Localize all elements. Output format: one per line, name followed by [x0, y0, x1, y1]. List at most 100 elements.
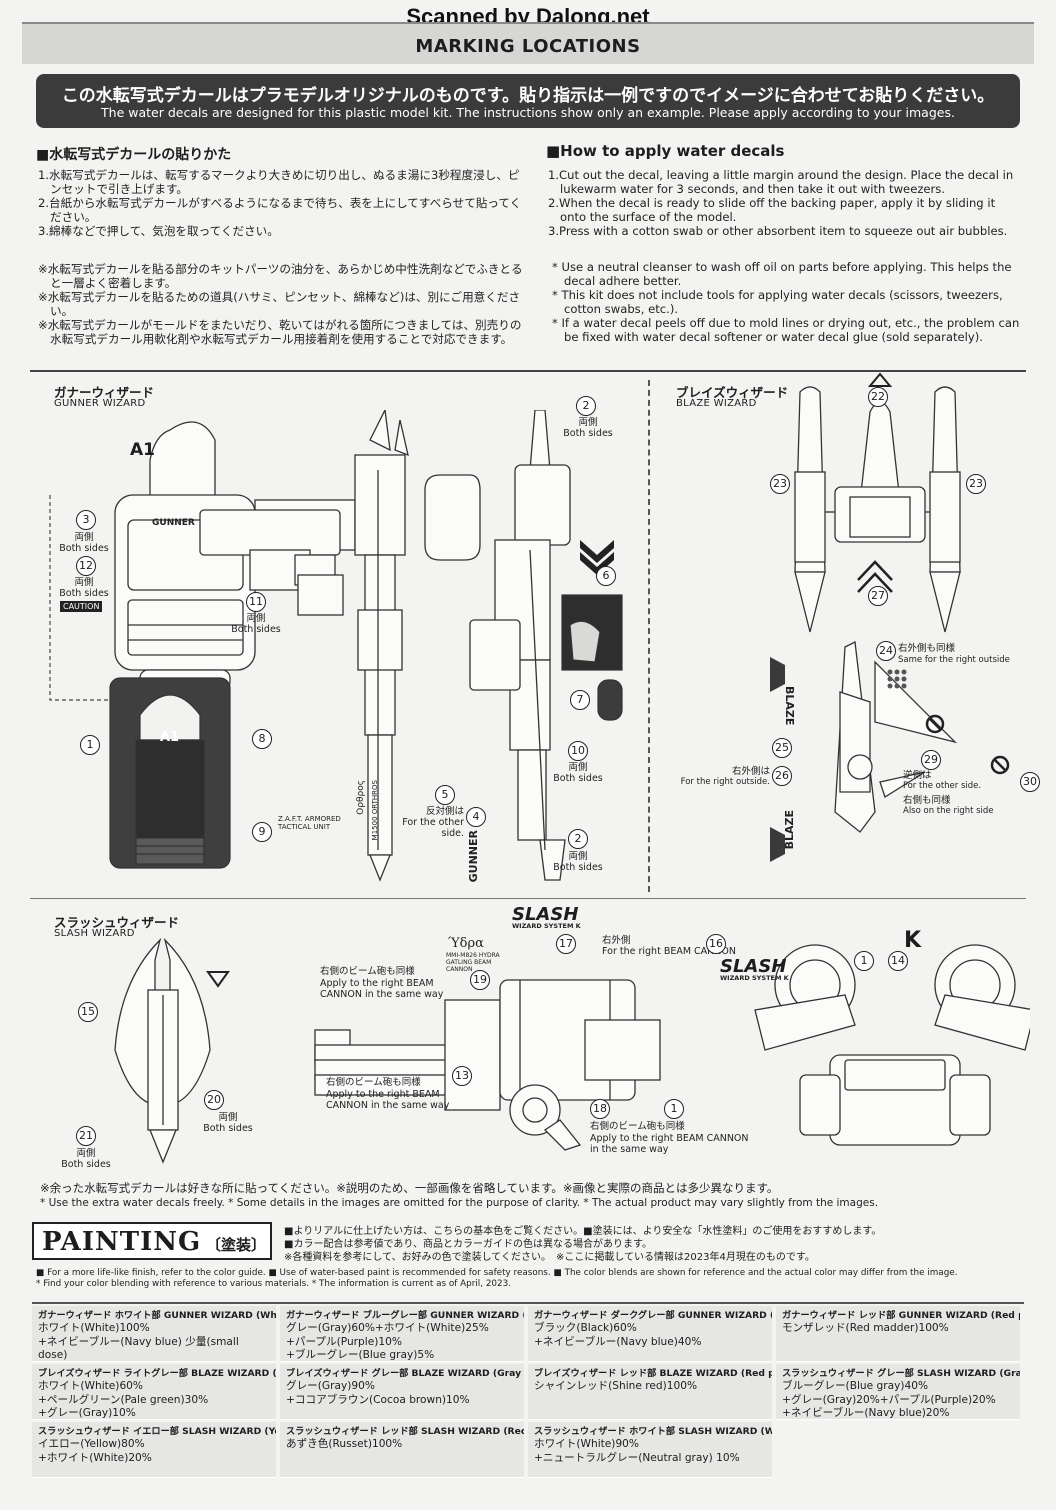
painting-note-en-2: * Find your color blending with referenc…	[36, 1279, 512, 1289]
marker-3: 3	[76, 510, 96, 530]
marker-14: 14	[888, 951, 908, 971]
color-cell-gunner-dark-gray: ガナーウィザード ダークグレー部 GUNNER WIZARD (Dark gra…	[528, 1306, 772, 1362]
marker-1: 1	[80, 735, 100, 755]
painting-title: PAINTING	[42, 1227, 202, 1257]
en-step-1: 1.Cut out the decal, leaving a little ma…	[548, 168, 1014, 196]
en-step-2: 2.When the decal is ready to slide off t…	[548, 196, 996, 224]
gunner-logo-vertical: GUNNER	[467, 830, 480, 883]
notice-jp: この水転写式デカールはプラモデルオリジナルのものです。貼り指示は一例ですのでイメ…	[61, 86, 995, 106]
slash-logo-top: SLASH	[512, 904, 579, 925]
en-note-3: * If a water decal peels off due to mold…	[552, 316, 1020, 344]
marker-24: 24	[876, 641, 896, 661]
jp-step-1: 1.水転写式デカールは、転写するマークより大きめに切り出し、ぬるま湯に3秒程度浸…	[38, 168, 520, 196]
marker-2-top: 2	[576, 396, 596, 416]
jp-step-3: 3.綿棒などで押して、気泡を取ってください。	[38, 224, 279, 238]
marker-29-caption-jp: 逆側は	[903, 770, 932, 781]
marker-19: 19	[470, 970, 490, 990]
marker-6: 6	[596, 566, 616, 586]
gunner-label-jp: ガナーウィザード	[54, 385, 155, 400]
painting-note-jp-3: ※各種資料を参考にして、お好みの色で塗装してください。 ※ここに掲載している情報…	[284, 1252, 815, 1263]
marker-1-backpack: 1	[854, 951, 874, 971]
zaft-text: Z.A.F.T. ARMORED TACTICAL UNIT	[278, 815, 341, 831]
color-cell-gunner-white: ガナーウィザード ホワイト部 GUNNER WIZARD (White part…	[32, 1306, 276, 1362]
marker-25: 25	[772, 738, 792, 758]
ydra-text: Ύδρα	[448, 936, 484, 951]
marker-8: 8	[252, 729, 272, 749]
marker-29-caption-en: For the other side.	[903, 781, 982, 791]
gunner-label-en: GUNNER WIZARD	[54, 398, 146, 409]
title-bar: MARKING LOCATIONS	[22, 22, 1034, 64]
painting-notes-en: ■ For a more life-like finish, refer to …	[36, 1268, 1026, 1290]
orthros-text: Ορθρος	[356, 780, 366, 815]
marker-15: 15	[78, 1002, 98, 1022]
color-cell-blaze-gray: ブレイズウィザード グレー部 BLAZE WIZARD (Gray part):…	[280, 1364, 524, 1420]
en-howto-steps: 1.Cut out the decal, leaving a little ma…	[548, 168, 1020, 238]
marker-13-caption-jp: 右側のビーム砲も同様	[326, 1077, 421, 1088]
marker-19-caption-en: Apply to the right BEAM CANNON in the sa…	[320, 978, 444, 1000]
blaze-label-jp: ブレイズウィザード	[676, 385, 789, 400]
marker-26: 26	[772, 766, 792, 786]
slash-logo-mid: SLASH	[720, 956, 787, 977]
marker-12: 12	[76, 556, 96, 576]
marker-13: 13	[452, 1066, 472, 1086]
marker-30: 30	[1020, 772, 1040, 792]
gunner-logo-text: GUNNER	[152, 518, 195, 528]
color-table: ガナーウィザード ホワイト部 GUNNER WIZARD (White part…	[32, 1302, 1024, 1478]
slash-logo-mid-sub: WIZARD SYSTEM K	[720, 974, 789, 982]
gunner-a1-mark: A1	[130, 440, 155, 460]
blaze-logo-bottom: BLAZE	[783, 810, 796, 850]
color-cell-gunner-red: ガナーウィザード レッド部 GUNNER WIZARD (Red part): …	[776, 1306, 1020, 1362]
slash-label-jp: スラッシュウィザード	[54, 915, 180, 930]
section-divider-mid	[30, 898, 1026, 899]
marker-21: 21	[76, 1126, 96, 1146]
marker-18: 18	[590, 1099, 610, 1119]
en-note-2: * This kit does not include tools for ap…	[552, 288, 1003, 316]
footnote-jp: ※余った水転写式デカールは好きな所に貼ってください。※説明のため、一部画像を省略…	[40, 1181, 779, 1195]
marker-17-caption-en: For the right BEAM CANNON	[602, 946, 736, 957]
jp-step-2: 2.台紙から水転写式デカールがすべるようになるまで待ち、表を上にしてすべらせて貼…	[38, 196, 522, 224]
en-howto-heading: ■How to apply water decals	[546, 142, 785, 160]
en-note-1: * Use a neutral cleanser to wash off oil…	[552, 260, 1012, 288]
gunner-wizard-drawing	[49, 410, 623, 882]
marker-9: 9	[252, 822, 272, 842]
gunner-a1-small-mark: A1	[160, 730, 180, 745]
color-cell-slash-red: スラッシュウィザード レッド部 SLASH WIZARD (Red part):…	[280, 1422, 524, 1478]
jp-howto-steps: 1.水転写式デカールは、転写するマークより大きめに切り出し、ぬるま湯に3秒程度浸…	[38, 168, 530, 238]
jp-note-1: ※水転写式デカールを貼る部分のキットパーツの油分を、あらかじめ中性洗剤などでふき…	[38, 262, 523, 290]
marker-2-bottom: 2	[568, 829, 588, 849]
marker-24-caption-jp: 右外側も同様	[898, 643, 956, 654]
marker-26-caption-en: For the right outside.	[680, 777, 770, 787]
marker-7: 7	[570, 690, 590, 710]
marker-5: 5	[435, 785, 455, 805]
marker-4: 4	[466, 807, 486, 827]
color-cell-gunner-blue-gray: ガナーウィザード ブルーグレー部 GUNNER WIZARD (Blue gra…	[280, 1306, 524, 1362]
jp-howto-notes: ※水転写式デカールを貼る部分のキットパーツの油分を、あらかじめ中性洗剤などでふき…	[38, 262, 530, 346]
color-cell-slash-gray: スラッシュウィザード グレー部 SLASH WIZARD (Gray part)…	[776, 1364, 1020, 1420]
blaze-label-en: BLAZE WIZARD	[676, 398, 757, 409]
marker-17-caption-jp: 右外側	[602, 935, 631, 946]
painting-note-jp-1: ■よりリアルに仕上げたい方は、こちらの基本色をご覧ください。■塗装には、より安全…	[284, 1226, 882, 1237]
page-title: MARKING LOCATIONS	[415, 36, 641, 57]
section-divider-top	[30, 370, 1026, 372]
painting-notes-jp: ■よりリアルに仕上げたい方は、こちらの基本色をご覧ください。■塗装には、より安全…	[284, 1225, 1024, 1264]
marker-19-caption-jp: 右側のビーム砲も同様	[320, 966, 415, 977]
marker-10: 10	[568, 741, 588, 761]
marker-23-left: 23	[770, 474, 790, 494]
marker-1-cannon: 1	[664, 1099, 684, 1119]
marker-29: 29	[921, 750, 941, 770]
section-divider-vertical	[648, 380, 650, 892]
notice-en: The water decals are designed for this p…	[101, 105, 955, 120]
en-step-3: 3.Press with a cotton swab or other abso…	[548, 224, 1008, 238]
marker-18-caption-jp: 右側のビーム砲も同様	[590, 1121, 685, 1132]
marker-13-caption-en: Apply to the right BEAM CANNON in the sa…	[326, 1089, 450, 1111]
slash-logo-top-sub: WIZARD SYSTEM K	[512, 922, 581, 930]
marker-26-caption-jp: 右外側は	[731, 766, 770, 777]
blaze-right-also-en: Also on the right side	[903, 806, 994, 816]
